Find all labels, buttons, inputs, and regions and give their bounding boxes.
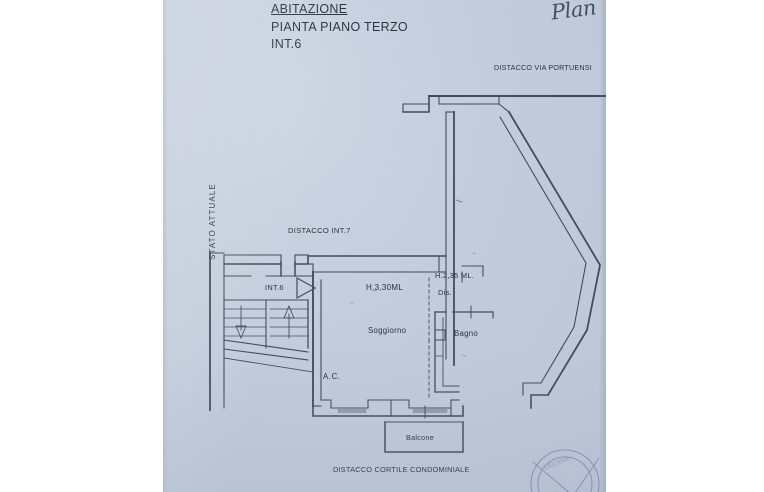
svg-text:ORDINE: ORDINE [543, 455, 571, 472]
title-block: ABITAZIONE PIANTA PIANO TERZO INT.6 [271, 2, 408, 55]
label-distacco-cortile: DISTACCO CORTILE CONDOMINIALE [333, 465, 470, 474]
title-heading: ABITAZIONE [271, 2, 348, 16]
label-room-disimpegno: Dis. [438, 288, 452, 297]
label-int6-entrance: INT.6 [265, 283, 284, 292]
label-height-main: H.3,30ML [366, 283, 404, 292]
floor-plan-drawing [209, 95, 606, 453]
label-room-soggiorno: Soggiorno [368, 326, 407, 335]
label-distacco-via-portuense: DISTACCO VIA PORTUENSI [494, 63, 592, 72]
blueprint-paper: ABITAZIONE PIANTA PIANO TERZO INT.6 Plan… [163, 0, 606, 492]
paper-right-edge-shadow [599, 0, 606, 492]
title-line-2: PIANTA PIANO TERZO [271, 19, 408, 34]
title-line-3: INT.6 [271, 37, 302, 52]
paper-left-edge-shadow [163, 0, 168, 492]
label-distacco-int7: DISTACCO INT.7 [288, 226, 351, 235]
official-stamp-seal: ORDINE ING. [530, 449, 600, 492]
label-room-ac: A.C. [323, 372, 341, 381]
label-stato-attuale: STATO ATTUALE [208, 183, 217, 260]
label-room-balcone: Balcone [406, 433, 435, 442]
label-room-bagno: Bagno [454, 329, 479, 338]
label-height-corridor: H.2,35 ML. [435, 271, 475, 280]
